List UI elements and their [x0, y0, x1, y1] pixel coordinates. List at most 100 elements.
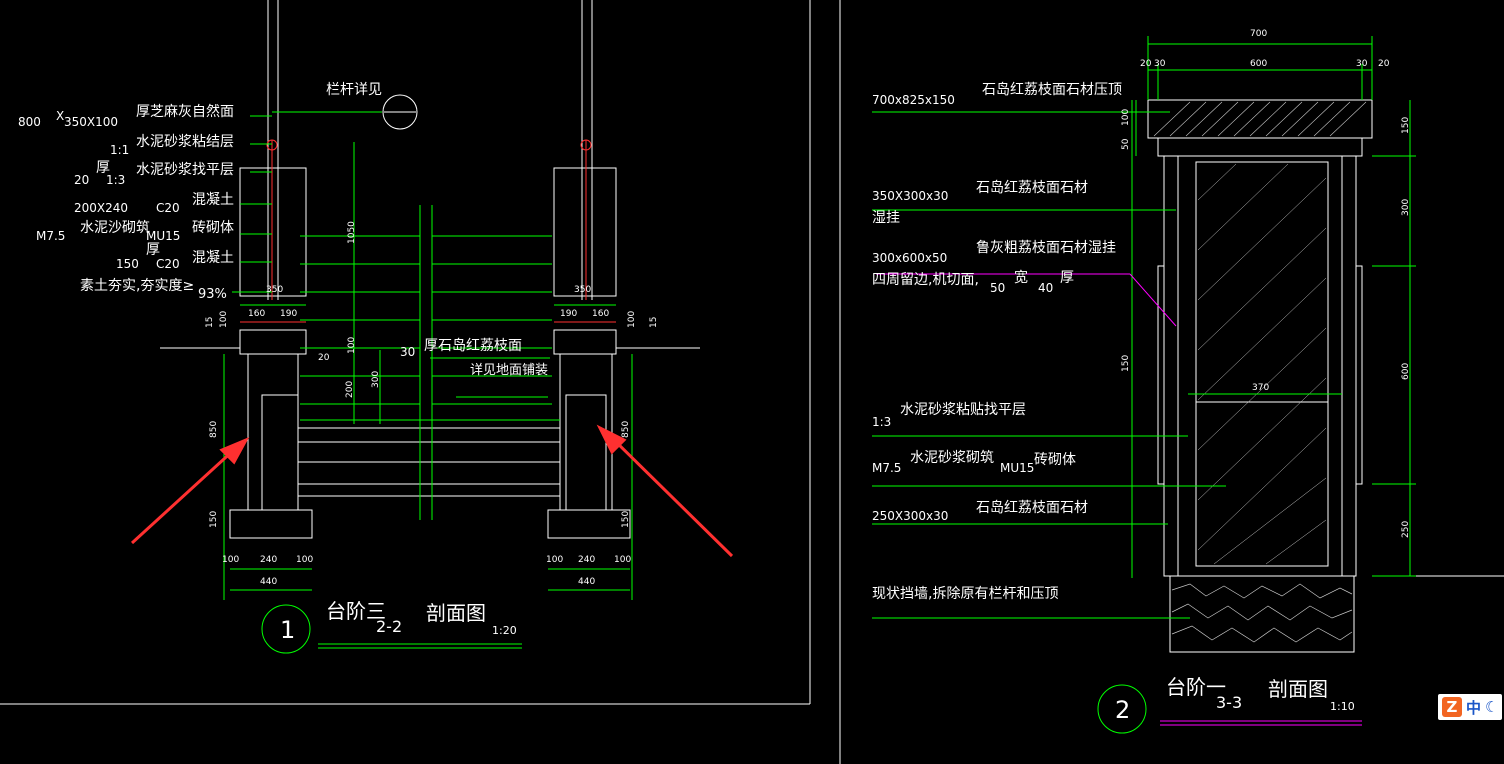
right-section-geometry: [872, 36, 1504, 734]
label-zqt: 砖砌体: [192, 220, 234, 236]
title-sub-2: 3-3: [1216, 693, 1242, 712]
title-sub-1: 2-2: [376, 617, 402, 636]
label-c20a: C20: [156, 201, 180, 215]
r-1-3: 1:3: [872, 415, 891, 429]
title-main-1: 台阶三: [326, 599, 386, 623]
dim-150a: 150: [209, 511, 219, 528]
ime-mode-label: 中: [1466, 698, 1482, 717]
label-150: 150: [116, 257, 139, 271]
left-section-geometry: [130, 0, 734, 654]
label-hou: 厚: [96, 160, 110, 176]
dim-850b: 850: [621, 421, 631, 438]
title-scale-1: 1:20: [492, 624, 517, 637]
left-dims: 160 190 190 160 350 350 1050 100 300 200…: [205, 221, 659, 587]
dim-100e: 100: [296, 555, 313, 565]
dim-850a: 850: [209, 421, 219, 438]
dim-160a: 160: [248, 309, 265, 319]
dim-100g: 100: [614, 555, 631, 565]
r-sjqz: 水泥砂浆砌筑: [910, 450, 994, 466]
r-stone1: 石岛红荔枝面石材: [976, 180, 1088, 196]
r-350: 350X300x30: [872, 189, 948, 203]
r-dim-20a: 20: [1140, 59, 1152, 69]
dim-240a: 240: [260, 555, 277, 565]
dim-20: 20: [318, 353, 330, 363]
label-sjqz: 水泥沙砌筑: [80, 220, 150, 236]
title-num-2: 2: [1115, 696, 1130, 724]
r-lugui: 鲁灰粗荔枝面石材湿挂: [976, 240, 1116, 256]
r-700x825: 700x825x150: [872, 93, 955, 107]
title-scale-2: 1:10: [1330, 700, 1355, 713]
r-stone2: 石岛红荔枝面石材: [976, 500, 1088, 516]
title-main-2: 台阶一: [1166, 675, 1226, 699]
r-stone-top: 石岛红荔枝面石材压顶: [982, 82, 1122, 98]
r-hou: 厚: [1060, 270, 1074, 286]
dim-350b: 350: [574, 285, 591, 295]
label-1-1: 1:1: [110, 143, 129, 157]
dim-200: 200: [345, 381, 355, 398]
title-name-1: 剖面图: [426, 601, 486, 625]
r-dim-300: 300: [1401, 199, 1411, 216]
r-mu15: MU15: [1000, 461, 1034, 475]
r-dim-30b: 30: [1356, 59, 1368, 69]
dim-150b: 150: [621, 511, 631, 528]
r-shigua: 湿挂: [872, 210, 900, 226]
r-dim-600v: 600: [1401, 363, 1411, 380]
label-200x240: 200X240: [74, 201, 128, 215]
label-hnt1: 混凝土: [192, 192, 234, 208]
r-dim-50: 50: [1121, 138, 1131, 150]
dim-190a: 190: [280, 309, 297, 319]
r-dim-100: 100: [1121, 109, 1131, 126]
label-mu15: MU15: [146, 229, 180, 243]
r-300x600: 300x600x50: [872, 251, 947, 265]
moon-icon: ☾: [1485, 698, 1499, 716]
right-title-block: 2 台阶一 3-3 剖面图 1:10: [1115, 675, 1355, 724]
sheet-frames: [0, 0, 841, 764]
label-pct: 93%: [198, 287, 227, 302]
right-labels: 700x825x150 石岛红荔枝面石材压顶 350X300x30 湿挂 石岛红…: [872, 82, 1122, 602]
r-dim-30a: 30: [1154, 59, 1166, 69]
label-800: 800: [18, 115, 41, 129]
r-50: 50: [990, 281, 1005, 295]
r-40: 40: [1038, 281, 1053, 295]
r-m75: M7.5: [872, 461, 901, 475]
dim-100b: 100: [627, 311, 637, 328]
label-350x100: 350X100: [64, 115, 118, 129]
r-dim-20b: 20: [1378, 59, 1390, 69]
label-sjnj: 水泥砂浆粘结层: [136, 134, 234, 150]
left-labels: 800 X 350X100 厚芝麻灰自然面 1:1 水泥砂浆粘结层 20 厚 1…: [18, 82, 548, 378]
dim-440b: 440: [578, 577, 595, 587]
label-hnt2: 混凝土: [192, 250, 234, 266]
r-sizhou: 四周留边,机切面,: [872, 272, 979, 288]
dim-350a: 350: [266, 285, 283, 295]
dim-100c: 100: [347, 337, 357, 354]
label-1-3: 1:3: [106, 173, 125, 187]
r-dim-150left: 150: [1121, 355, 1131, 372]
label-sjzp: 水泥砂浆找平层: [136, 162, 234, 178]
dim-100d: 100: [222, 555, 239, 565]
label-hou-stone: 厚石岛红荔枝面: [424, 338, 522, 354]
r-dim-600: 600: [1250, 59, 1267, 69]
label-xiangjian: 详见地面铺装: [470, 363, 548, 378]
dim-190b: 190: [560, 309, 577, 319]
dim-15b: 15: [649, 317, 659, 328]
title-name-2: 剖面图: [1268, 677, 1328, 701]
label-20: 20: [74, 173, 89, 187]
dim-15a: 15: [205, 317, 215, 328]
label-zhima: 厚芝麻灰自然面: [136, 103, 234, 120]
ime-logo-icon: Z: [1442, 697, 1462, 717]
r-dim-700: 700: [1250, 29, 1267, 39]
r-dim-150: 150: [1401, 117, 1411, 134]
r-xianzhuang: 现状挡墙,拆除原有栏杆和压顶: [872, 586, 1058, 602]
right-dims: 700 20 30 600 30 20 100 50 150 300 600 2…: [1121, 29, 1411, 538]
dim-440a: 440: [260, 577, 277, 587]
r-zqt: 砖砌体: [1034, 452, 1076, 468]
ime-badge[interactable]: Z 中 ☾: [1438, 694, 1503, 720]
label-x: X: [56, 109, 64, 123]
r-kuan: 宽: [1014, 269, 1028, 286]
label-m75: M7.5: [36, 229, 65, 243]
dim-300: 300: [371, 371, 381, 388]
dim-1050: 1050: [347, 221, 357, 244]
r-dim-370: 370: [1252, 383, 1269, 393]
dim-160b: 160: [592, 309, 609, 319]
